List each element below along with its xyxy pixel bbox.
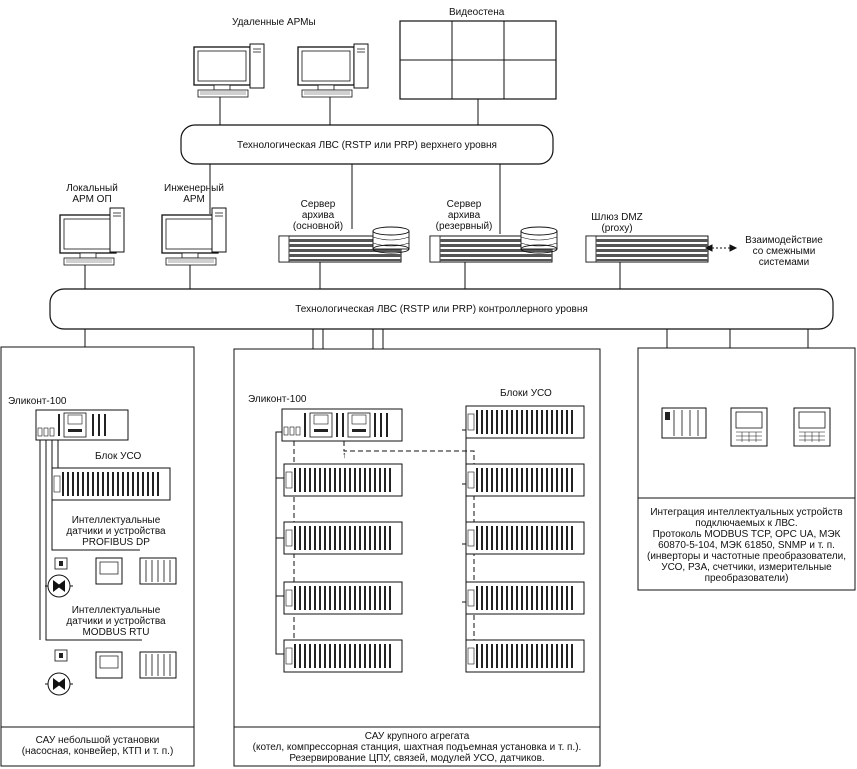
video-wall-label: Видеостена [449, 7, 505, 18]
controller-lan-bus [49, 288, 834, 330]
archive-server-reserve [429, 226, 558, 263]
sau-big-label: САУ крупного агрегата(котел, компрессорн… [252, 731, 582, 764]
remote-arm-2 [297, 43, 369, 98]
left-wiring [39, 440, 142, 641]
sau-small-label: САУ небольшой установки(насосная, конвей… [21, 735, 174, 757]
video-wall [399, 20, 557, 100]
uso-block-left [51, 467, 171, 501]
uso-mid-label: Блоки УСО [500, 388, 552, 399]
intelligent-devices [661, 407, 831, 447]
modbus-devices [44, 649, 177, 696]
elikont-left-label: Эликонт-100 [8, 396, 67, 407]
upper-lan-label: Технологическая ЛВС (RSTP или PRP) верхн… [237, 140, 497, 151]
elikont-left [35, 409, 129, 441]
integration-panel [637, 347, 856, 591]
ctrl-connections [84, 262, 621, 289]
upper-lan-bus [180, 124, 554, 165]
engineer-arm [161, 207, 227, 266]
remote-arm-label: Удаленные АРМы [232, 17, 316, 28]
controller-lan-label: Технологическая ЛВС (RSTP или PRP) контр… [295, 304, 588, 315]
elikont-mid [281, 408, 403, 442]
dmz-label: Шлюз DMZ(proxy) [591, 212, 643, 234]
external-arrow [704, 244, 738, 252]
archive-server-main [278, 226, 410, 263]
dmz-gateway [585, 235, 709, 263]
profibus-devices [44, 557, 177, 598]
remote-arm-1 [193, 43, 265, 98]
upper-connections [209, 97, 501, 234]
local-arm-op [59, 207, 125, 266]
uso-left-label: Блок УСО [95, 451, 142, 462]
svg-text:↑: ↑ [342, 450, 347, 460]
elikont-mid-label: Эликонт-100 [248, 394, 307, 405]
